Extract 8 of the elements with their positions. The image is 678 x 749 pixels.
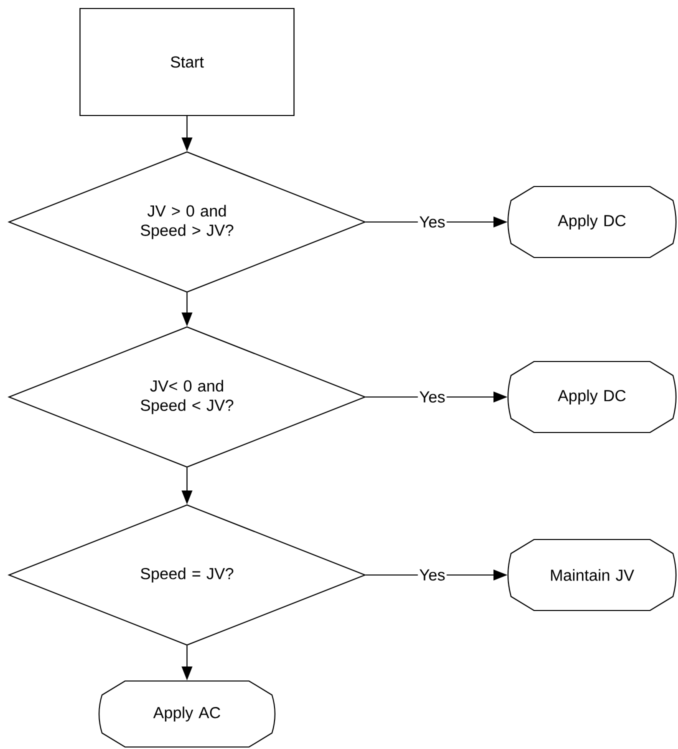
- edge-label: Yes: [418, 390, 447, 404]
- edge-label: Yes: [418, 215, 447, 229]
- edge-label: Yes: [418, 568, 447, 582]
- process-box: Start: [79, 8, 295, 116]
- terminal-box: Maintain JV: [507, 538, 677, 612]
- terminal-box: Apply DC: [507, 186, 677, 258]
- terminal-box: Apply DC: [507, 360, 677, 434]
- terminal-box: Apply AC: [98, 680, 276, 748]
